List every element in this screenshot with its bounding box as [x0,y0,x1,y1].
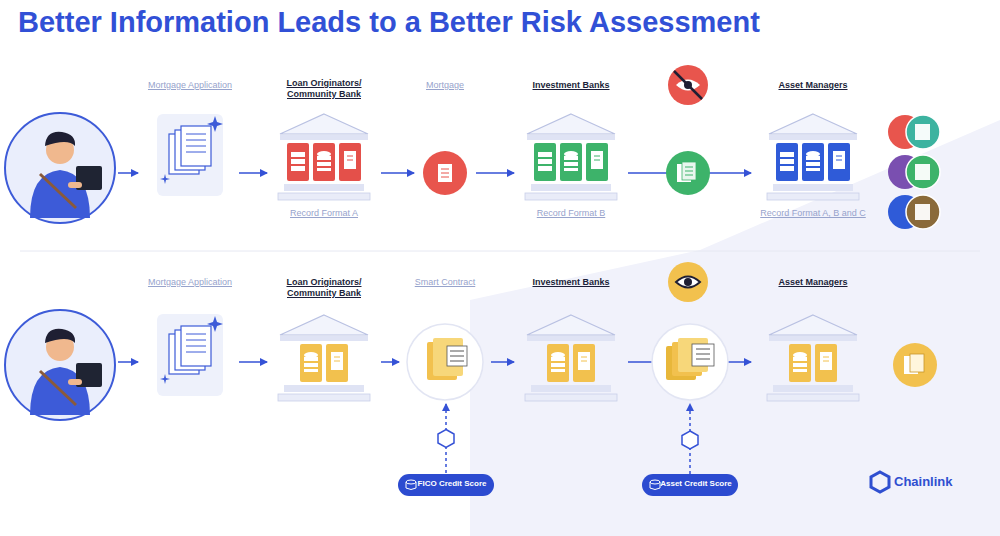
person-figure [5,310,115,420]
bank-building [763,112,863,202]
bank-heading: Loan Originators/ Community Bank [268,78,380,100]
bank-heading: Loan Originators/ Community Bank [268,277,380,299]
bank-heading: Asset Managers [752,277,874,288]
document-node: Mortgage Application [142,277,238,402]
document-icon [155,312,225,398]
oracle-hexagon [682,431,698,449]
row-divider [20,251,980,252]
score-pill: FICO Credit Score [398,474,494,496]
smart-contract-circle [406,323,484,401]
flow-arrow [491,361,514,363]
record-format: Record Format B [515,208,627,219]
flow-arrow [239,172,267,174]
step-label: Mortgage Application [142,80,238,91]
record-format: Record Format A [268,208,380,219]
pill-label: FICO Credit Score [398,479,494,489]
bank-building [274,313,374,403]
document-node: Mortgage Application [142,80,238,205]
flow-arrow [239,361,267,363]
package-circle [666,151,710,195]
bank-node: Loan Originators/ Community Bank [268,277,380,415]
person-figure [5,113,115,223]
brand-label: Chainlink [894,474,953,489]
step-label: Smart Contract [400,277,490,288]
step-label: Mortgage Application [142,277,238,288]
bank-building [521,313,621,403]
hidden-eye-icon [668,65,708,105]
asset-circle [893,343,937,387]
asset-circles [888,115,940,229]
database-icon [404,478,418,492]
document-icon [155,112,225,198]
bank-heading: Asset Managers [752,80,874,91]
circle-node: Mortgage [415,80,475,197]
mortgage-circle [422,150,468,196]
bank-node: Loan Originators/ Community BankRecord F… [268,78,380,234]
bank-building [521,112,621,202]
title: Better Information Leads to a Better Ris… [18,6,760,39]
flow-arrow [476,172,514,174]
score-pill: Asset Credit Score [642,474,738,496]
pill-label: Asset Credit Score [642,479,738,489]
database-icon [648,478,662,492]
chainlink-logo [871,472,889,492]
bank-node: Investment BanksRecord Format B [515,80,627,234]
bank-heading: Investment Banks [515,80,627,91]
visible-eye-icon [668,262,708,302]
background-region [470,120,1000,536]
flow-arrow [381,361,399,363]
bank-heading: Investment Banks [515,277,627,288]
contract-circle [652,324,728,400]
step-label: Mortgage [415,80,475,91]
bank-node: Asset ManagersRecord Format A, B and C [752,80,874,234]
oracle-hexagon [438,430,454,448]
flow-arrow [381,172,414,174]
person-arrow [118,361,138,363]
bank-node: Asset Managers [752,277,874,415]
bank-building [274,112,374,202]
person-arrow [118,172,138,174]
circle-node: Smart Contract [400,277,490,402]
record-format: Record Format A, B and C [752,208,874,219]
bank-building [763,313,863,403]
bank-node: Investment Banks [515,277,627,415]
